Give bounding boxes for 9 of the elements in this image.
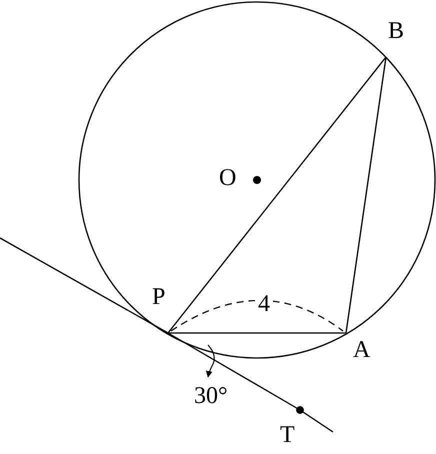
line-segment bbox=[168, 332, 346, 334]
point-label: A bbox=[353, 337, 370, 363]
point-label: P bbox=[152, 284, 166, 310]
point-label: B bbox=[388, 18, 404, 44]
line-segment bbox=[167, 56, 387, 334]
line-segment bbox=[345, 56, 387, 334]
point-label: O bbox=[219, 165, 236, 191]
point-label: T bbox=[280, 422, 295, 448]
line-segment bbox=[168, 332, 304, 414]
